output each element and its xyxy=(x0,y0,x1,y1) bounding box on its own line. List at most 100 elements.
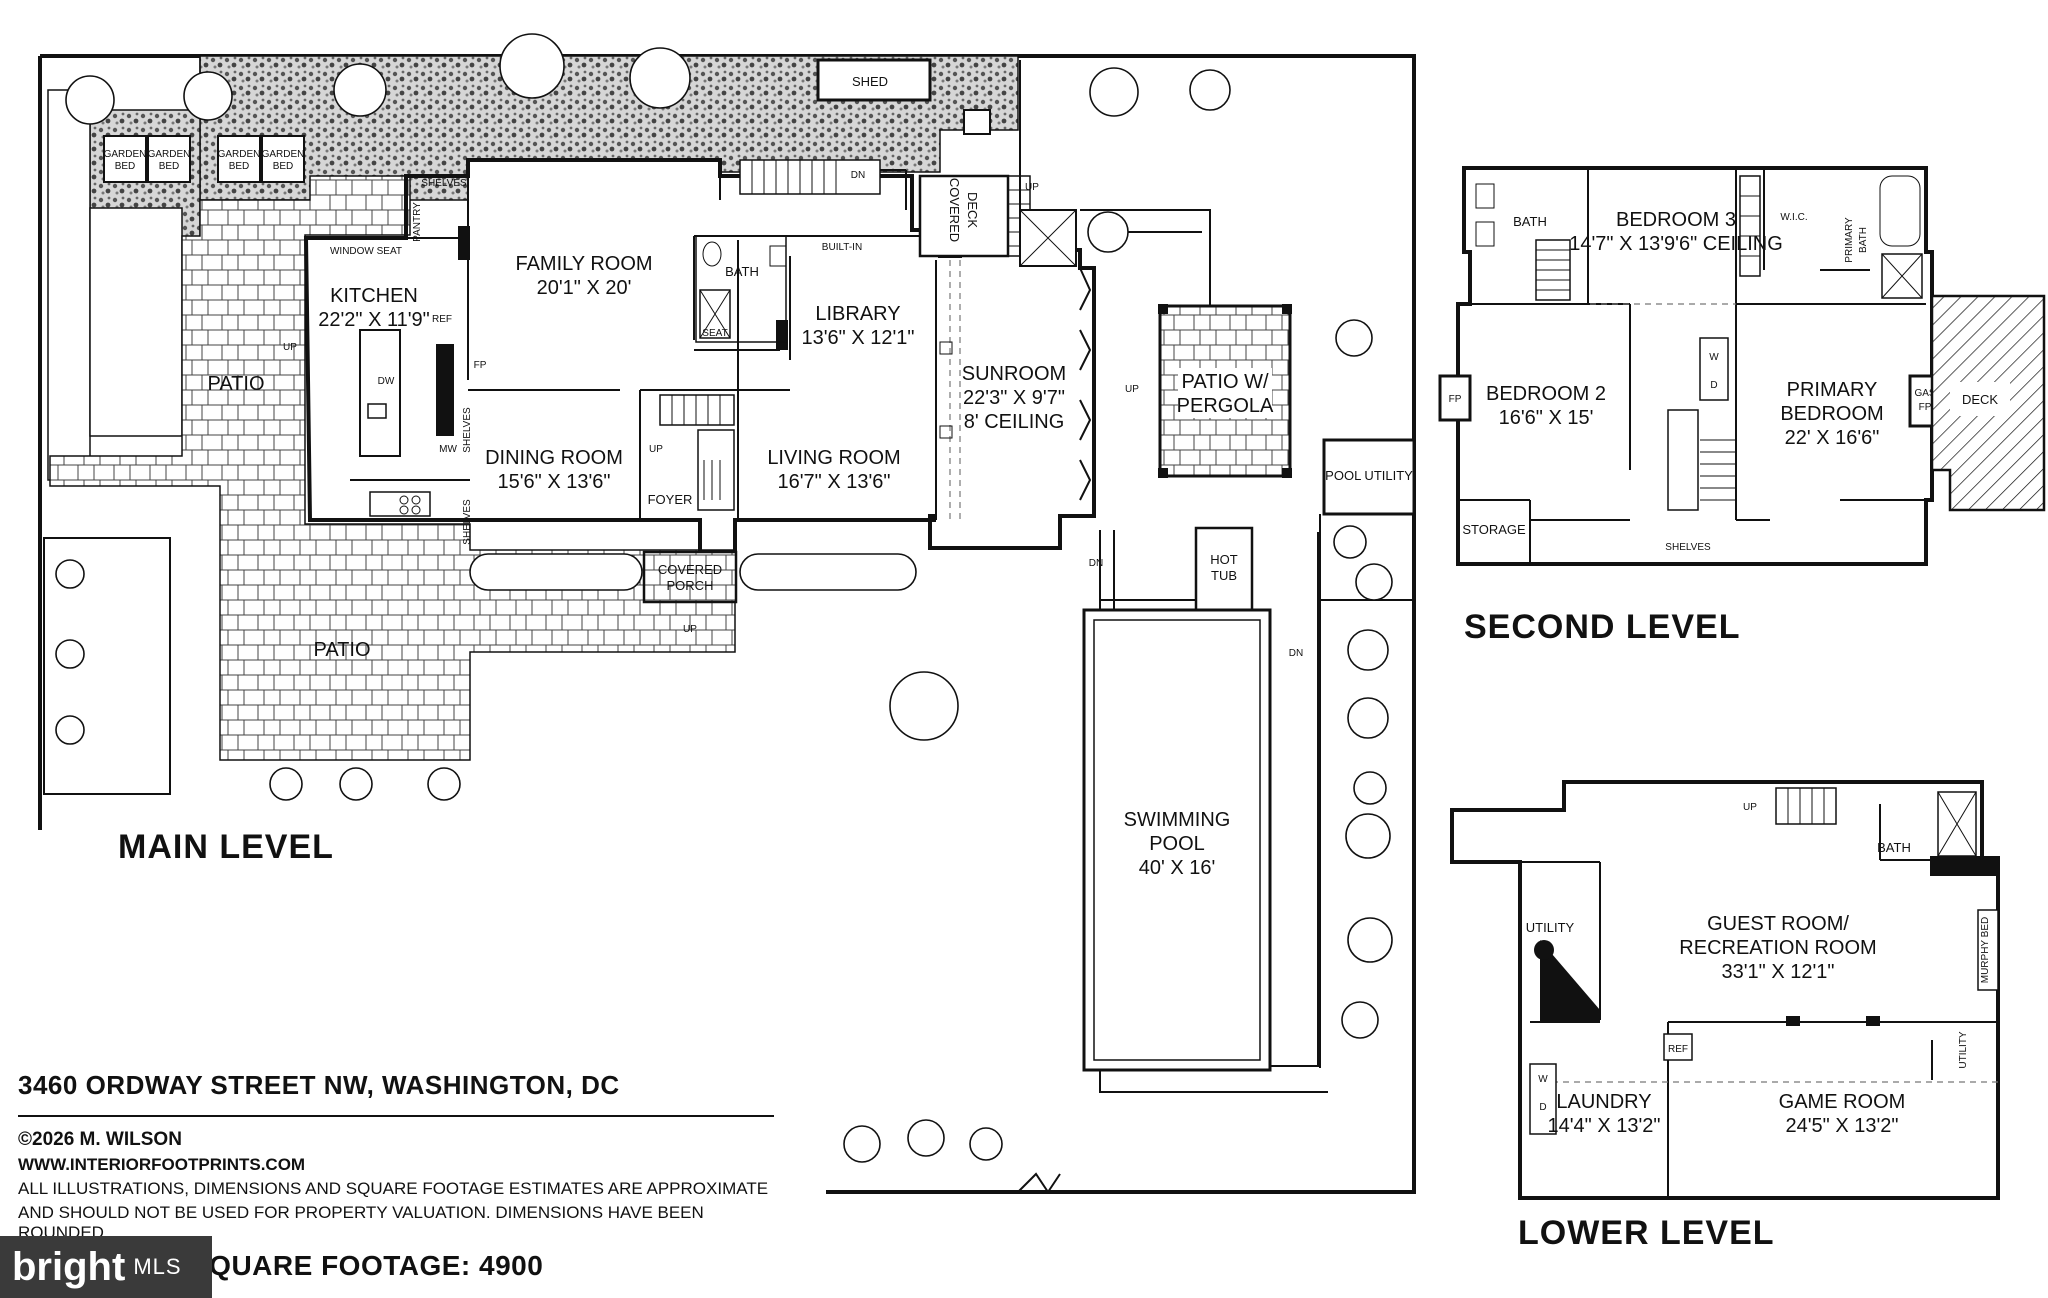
family-fireplace xyxy=(436,344,454,436)
lower-bath-label: BATH xyxy=(1877,840,1911,855)
square-footage: SQUARE FOOTAGE: 4900 xyxy=(190,1250,544,1281)
svg-text:D: D xyxy=(1539,1102,1546,1113)
game-room-name: GAME ROOM xyxy=(1779,1091,1906,1113)
svg-text:GARDEN: GARDEN xyxy=(218,149,261,160)
sunroom-ceiling: 8' CEILING xyxy=(964,411,1065,433)
ref-label: REF xyxy=(432,314,452,325)
svg-text:UP: UP xyxy=(1025,182,1039,193)
svg-text:FP: FP xyxy=(1919,402,1932,413)
svg-text:COVERED: COVERED xyxy=(947,178,962,242)
svg-text:DECK: DECK xyxy=(965,192,980,228)
storage-label: STORAGE xyxy=(1462,522,1526,537)
wic-label: W.I.C. xyxy=(1780,212,1807,223)
svg-text:SHELVES: SHELVES xyxy=(462,407,473,453)
copyright-text: ©2026 M. WILSON xyxy=(18,1129,182,1150)
wall-block xyxy=(458,226,470,260)
svg-text:GARDEN: GARDEN xyxy=(148,149,191,160)
sunroom-dims: 22'3" X 9'7" xyxy=(963,387,1065,409)
dw-label: DW xyxy=(378,376,395,387)
bright-mls-logo: bright MLS xyxy=(0,1236,212,1298)
trees xyxy=(55,33,1393,1163)
svg-text:GARDEN: GARDEN xyxy=(262,149,305,160)
property-address: 3460 ORDWAY STREET NW, WASHINGTON, DC xyxy=(18,1070,620,1100)
library-name: LIBRARY xyxy=(815,303,900,325)
second-shelves-label: SHELVES xyxy=(1665,542,1711,553)
pantry-label: PANTRY xyxy=(412,202,423,242)
second-stairs xyxy=(1667,409,1699,511)
range xyxy=(369,491,431,517)
svg-text:POOL UTILITY: POOL UTILITY xyxy=(1325,468,1413,483)
bedroom2-name: BEDROOM 2 xyxy=(1486,383,1606,405)
window-seat-label: WINDOW SEAT xyxy=(330,246,402,257)
main-level-title: MAIN LEVEL xyxy=(118,828,334,866)
walkway-lines xyxy=(1019,60,1214,601)
lower-stairs xyxy=(1775,787,1837,825)
main-bath xyxy=(695,235,787,343)
fp-label: FP xyxy=(474,360,487,371)
laundry-dims: 14'4" X 13'2" xyxy=(1547,1115,1660,1137)
patio-label-west: PATIO xyxy=(207,373,264,395)
bedroom2-dims: 16'6" X 15' xyxy=(1499,407,1594,429)
bedroom3-dims: 14'7" X 13'9'6" CEILING xyxy=(1569,233,1783,255)
svg-text:DECK: DECK xyxy=(1962,392,1998,407)
shed: SHED xyxy=(816,58,991,135)
svg-text:SHED: SHED xyxy=(852,74,888,89)
svg-text:SHELVES: SHELVES xyxy=(462,499,473,545)
svg-text:POOL: POOL xyxy=(1149,833,1205,855)
west-planter xyxy=(47,89,91,481)
website-link[interactable]: WWW.INTERIORFOOTPRINTS.COM xyxy=(18,1155,306,1174)
swimming-pool xyxy=(1082,608,1272,1072)
second-interior-walls xyxy=(1458,168,1926,564)
svg-text:DN: DN xyxy=(851,170,865,181)
svg-text:REF: REF xyxy=(1668,1044,1688,1055)
second-level-plan: W D FP GAS FP DECK BATH BEDROOM 3 14'7" … xyxy=(1438,166,2046,646)
tub xyxy=(1879,175,1921,247)
svg-text:BATH: BATH xyxy=(1858,227,1869,253)
utility-mass xyxy=(1520,868,1600,1022)
game-room-dims: 24'5" X 13'2" xyxy=(1785,1115,1898,1137)
main-room-labels: FAMILY ROOM 20'1" X 20' KITCHEN 22'2" X … xyxy=(283,170,1303,659)
covered-porch xyxy=(642,550,738,604)
logo-suffix: MLS xyxy=(133,1254,182,1279)
svg-text:RECREATION ROOM: RECREATION ROOM xyxy=(1679,937,1876,959)
svg-text:40' X 16': 40' X 16' xyxy=(1139,857,1216,879)
svg-text:DN: DN xyxy=(1089,558,1103,569)
hedge-west xyxy=(469,553,643,591)
library-dims: 13'6" X 12'1" xyxy=(801,327,914,349)
kitchen-dims: 22'2" X 11'9" xyxy=(318,309,430,331)
svg-text:BEDROOM: BEDROOM xyxy=(1780,403,1883,425)
svg-text:SWIMMING: SWIMMING xyxy=(1124,809,1231,831)
laundry-name: LAUNDRY xyxy=(1556,1091,1651,1113)
kitchen-name: KITCHEN xyxy=(330,285,418,307)
svg-text:PORCH: PORCH xyxy=(667,578,714,593)
svg-text:UP: UP xyxy=(283,342,297,353)
svg-text:D: D xyxy=(1710,380,1717,391)
bedroom3-name: BEDROOM 3 xyxy=(1616,209,1736,231)
svg-text:HOT: HOT xyxy=(1210,552,1238,567)
bedroom2-fireplace xyxy=(1438,374,1472,422)
lower-level-plan: MURPHY BED W D REF UTILITY BATH UP GUEST… xyxy=(1450,780,2000,1252)
guest-room-dims: 33'1" X 12'1" xyxy=(1721,961,1834,983)
mw-label: MW xyxy=(439,444,457,455)
foyer-label: FOYER xyxy=(648,492,693,507)
caption-divider xyxy=(18,1115,774,1117)
murphy-bed-label: MURPHY BED xyxy=(1980,917,1991,984)
svg-text:BED: BED xyxy=(115,161,136,172)
dining-room-name: DINING ROOM xyxy=(485,447,623,469)
svg-text:BATH: BATH xyxy=(725,264,759,279)
second-level-title: SECOND LEVEL xyxy=(1464,608,1740,646)
svg-text:UP: UP xyxy=(1743,802,1757,813)
kitchen-island xyxy=(359,329,401,457)
second-bath-label: BATH xyxy=(1513,214,1547,229)
svg-text:W: W xyxy=(1538,1074,1548,1085)
svg-text:PATIO W/: PATIO W/ xyxy=(1181,371,1268,393)
second-exterior-wall xyxy=(1456,166,1934,566)
svg-text:FP: FP xyxy=(1449,394,1462,405)
svg-text:BED: BED xyxy=(273,161,294,172)
svg-text:PRIMARY: PRIMARY xyxy=(1844,217,1855,263)
gate xyxy=(1017,1172,1061,1194)
svg-text:UTILITY: UTILITY xyxy=(1958,1031,1969,1069)
svg-text:UP: UP xyxy=(1125,384,1139,395)
